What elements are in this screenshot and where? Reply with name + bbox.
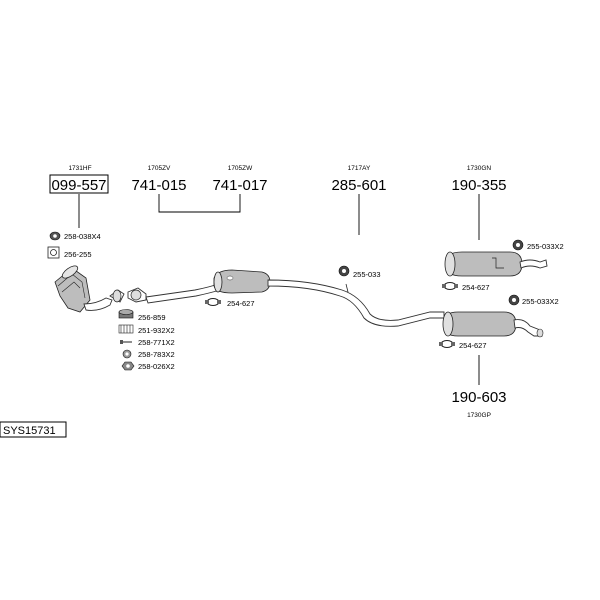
fitting-254-627-c-label: 254-627: [459, 341, 487, 350]
fitting-254-627-b-label: 254-627: [462, 283, 490, 292]
rear-hanger-a-icon: [512, 239, 524, 251]
washer-icon: [122, 349, 132, 359]
flange-gasket-icon: [47, 246, 60, 259]
center-silencer-number[interactable]: 285-601: [331, 177, 386, 194]
rear-silencer-a-number[interactable]: 190-355: [451, 177, 506, 194]
front-pipe-ref: 1705ZV: [148, 165, 171, 172]
rear-silencer-b-number[interactable]: 190-603: [451, 389, 506, 406]
spring-icon: [118, 324, 134, 334]
fitting-255-033-a-label: 255-033X2: [527, 242, 564, 251]
center-silencer-ref: 1717AY: [348, 165, 371, 172]
pipes-bracket: [158, 194, 241, 213]
fitting-251-932-label: 251-932X2: [138, 326, 175, 335]
rubber-hanger-icon: [338, 265, 350, 277]
front-pipe-number[interactable]: 741-015: [131, 177, 186, 194]
rear-clamp-b-icon: [439, 340, 455, 348]
cat-number-box: [49, 174, 109, 194]
fitting-254-627-a-label: 254-627: [227, 299, 255, 308]
fitting-256-859-label: 256-859: [138, 313, 166, 322]
gasket-icon: [49, 231, 61, 241]
rear-pipe-icon: [267, 279, 445, 327]
system-code-box: [0, 421, 67, 438]
rear-silencer-a-icon: [444, 251, 548, 277]
mid-pipe-ref: 1705ZW: [228, 165, 253, 172]
rear-silencer-b-ref: 1730GP: [467, 412, 491, 419]
fitting-258-783-label: 258-783X2: [138, 350, 175, 359]
clamp-icon: [205, 298, 221, 306]
hanger-bracket-icon: [345, 283, 349, 293]
center-silencer-icon: [213, 269, 271, 294]
bolt-icon: [120, 340, 132, 344]
fitting-255-033-b-label: 255-033X2: [522, 297, 559, 306]
cat-number[interactable]: 099-557: [51, 177, 106, 194]
nut-icon: [121, 361, 135, 371]
rear-clamp-a-icon: [442, 282, 458, 290]
catalytic-converter-icon: [54, 265, 113, 313]
seal-ring-icon: [118, 309, 134, 319]
cat-ref: 1731HF: [68, 165, 91, 172]
fitting-256-255-label: 256-255: [64, 250, 92, 259]
rear-hanger-b-icon: [508, 294, 520, 306]
front-pipe-icon: [109, 287, 147, 303]
mid-pipe-number[interactable]: 741-017: [212, 177, 267, 194]
rear-silencer-a-ref: 1730GN: [467, 165, 492, 172]
fitting-258-038-label: 258-038X4: [64, 232, 101, 241]
fitting-258-026-label: 258-026X2: [138, 362, 175, 371]
fitting-255-033-label: 255-033: [353, 270, 381, 279]
rear-silencer-b-icon: [442, 311, 544, 338]
system-code: SYS15731: [3, 425, 56, 437]
fitting-258-771-label: 258-771X2: [138, 338, 175, 347]
